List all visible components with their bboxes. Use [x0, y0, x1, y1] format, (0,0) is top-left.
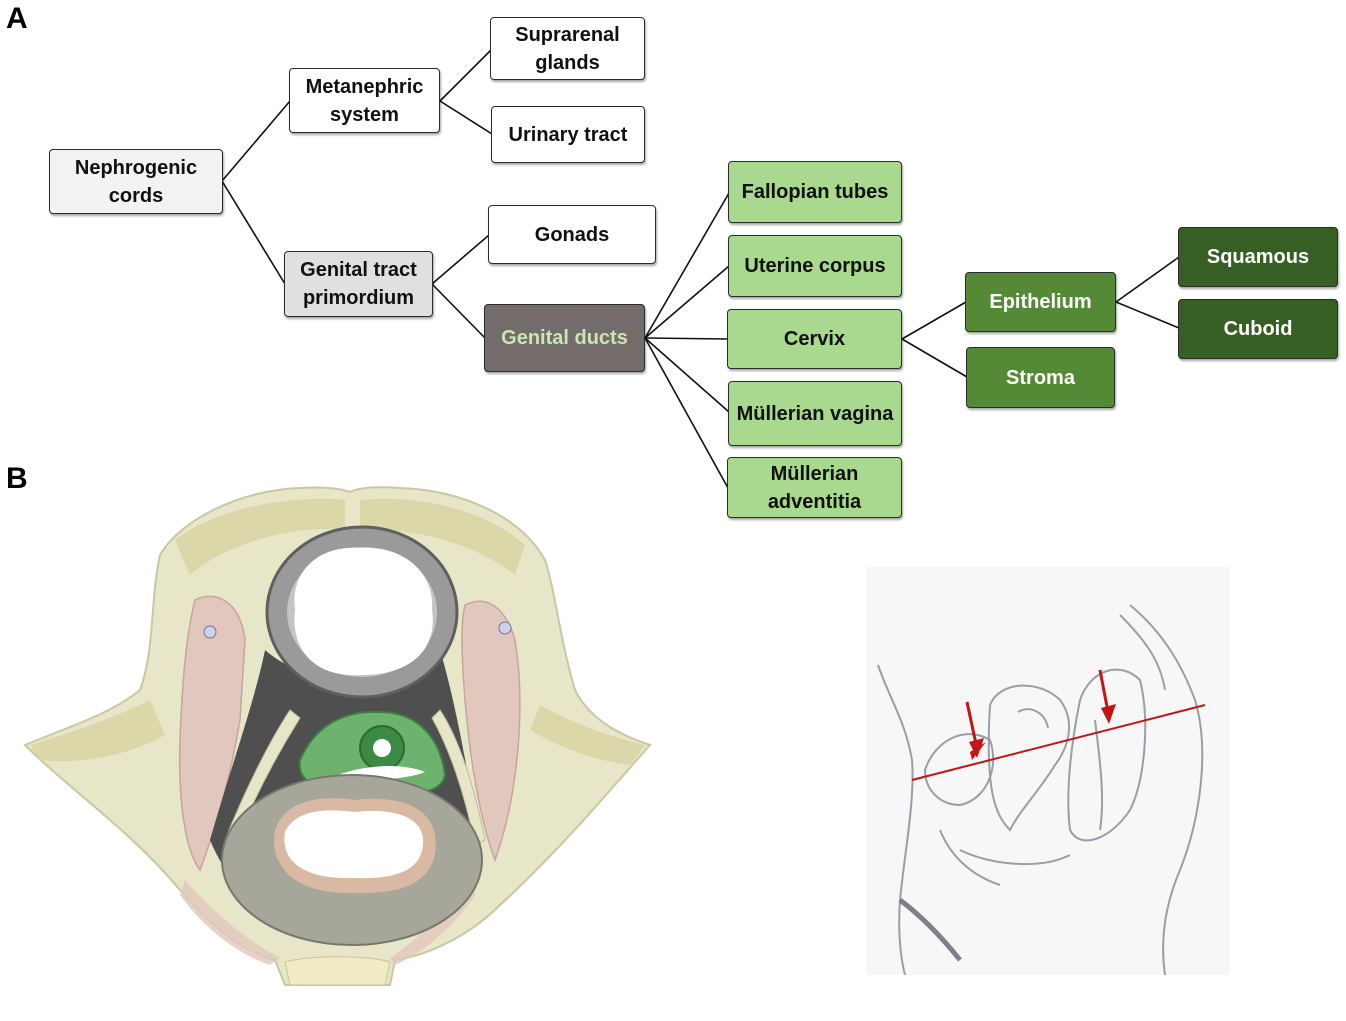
node-gonads: Gonads — [488, 205, 656, 264]
panel-label-a: A — [6, 2, 28, 35]
node-metanephric-system: Metanephric system — [289, 68, 440, 133]
node-epithelium: Epithelium — [965, 272, 1116, 332]
vulva-line — [939, 829, 1001, 886]
coccyx — [284, 956, 391, 986]
rectum-outline — [1067, 668, 1147, 842]
node-mullerian-vagina: Müllerian vagina — [728, 381, 902, 446]
bone-right-wing — [530, 705, 645, 765]
node-uterine-corpus: Uterine corpus — [728, 235, 902, 297]
node-mullerian-adventitia: Müllerian adventitia — [727, 457, 902, 518]
node-fallopian-tubes: Fallopian tubes — [728, 161, 902, 223]
sketch-background — [866, 567, 1230, 975]
muscle-bottom-left — [180, 880, 280, 965]
body-contour-left — [877, 664, 914, 976]
bone-left-wing — [30, 700, 165, 762]
red-arrow-right-shaft — [1098, 669, 1110, 713]
pelvic-floor-line — [959, 849, 1071, 865]
node-suprarenal-glands: Suprarenal glands — [490, 17, 645, 80]
bone-left-upper — [175, 498, 345, 575]
node-genital-tract-primordium: Genital tract primordium — [284, 251, 433, 317]
node-cuboid: Cuboid — [1178, 299, 1338, 359]
node-urinary-tract: Urinary tract — [491, 106, 645, 163]
endometrium-line — [1017, 708, 1049, 729]
node-squamous: Squamous — [1178, 227, 1338, 287]
thigh-shadow — [898, 898, 962, 962]
body-contour-right — [1129, 604, 1204, 976]
panel-label-b: B — [6, 462, 28, 495]
rectal-lumen — [284, 810, 424, 879]
node-cervix: Cervix — [727, 309, 902, 369]
red-arrow-left-head — [969, 738, 984, 758]
bladder-lumen — [294, 547, 433, 676]
node-nephrogenic-cords: Nephrogenic cords — [49, 149, 223, 214]
node-genital-ducts: Genital ducts — [484, 304, 645, 372]
section-plane-line — [911, 704, 1206, 781]
vessel-left — [203, 625, 217, 639]
red-arrow-right-head — [1101, 704, 1116, 724]
sacrum-line — [1119, 614, 1166, 691]
cervical-canal — [373, 739, 391, 757]
bladder-outline — [923, 733, 995, 807]
vessel-right — [498, 621, 512, 635]
muscle-left — [178, 595, 246, 872]
bone-right-upper — [360, 498, 525, 575]
node-stroma: Stroma — [966, 347, 1115, 408]
uterus-outline — [987, 684, 1071, 832]
red-arrow-left-shaft — [965, 701, 978, 745]
